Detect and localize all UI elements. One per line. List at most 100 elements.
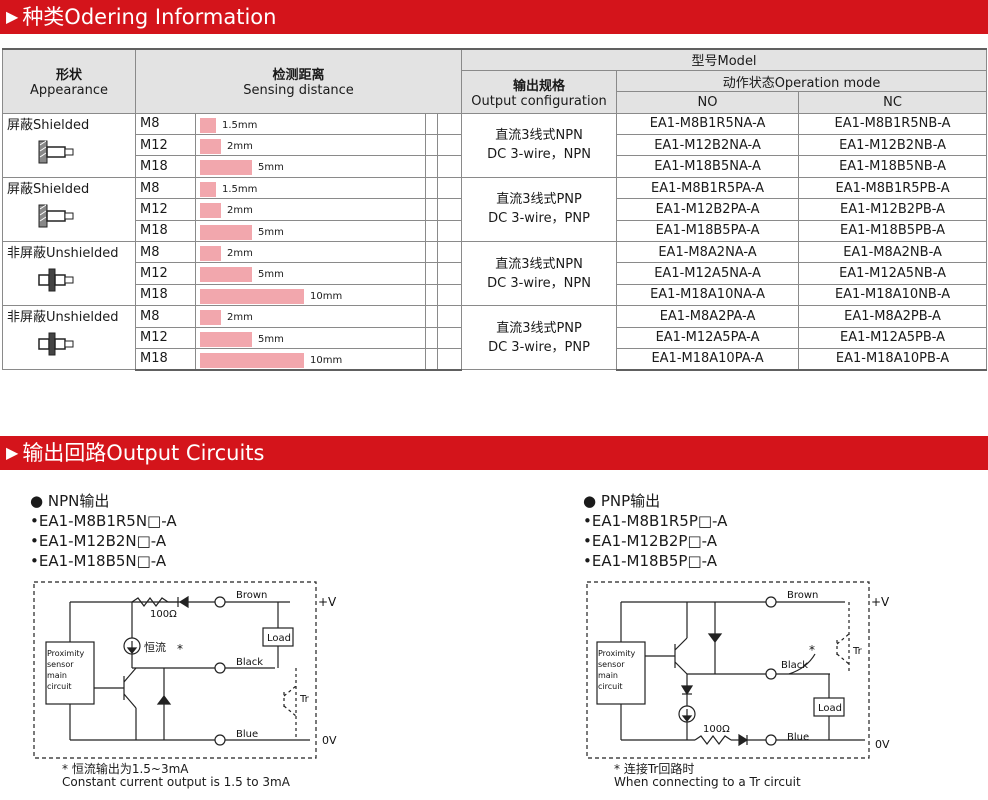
thread-size-cell: M12: [135, 262, 196, 285]
npn-output-heading-block: ● NPN输出 •EA1-M8B1R5N□-A •EA1-M12B2N□-A •…: [30, 491, 177, 571]
npn-block-label-1: Proximity: [47, 649, 85, 658]
distance-label: 2mm: [227, 205, 253, 217]
pnp-output-heading-block: ● PNP输出 •EA1-M8B1R5P□-A •EA1-M12B2P□-A •…: [583, 491, 727, 571]
thread-size-cell: M12: [135, 326, 196, 349]
npn-circuit-diagram: Proximity sensor main circuit 100Ω 恒流 * …: [33, 581, 337, 759]
npn-black-label: Black: [236, 657, 263, 668]
distance-label: 5mm: [258, 226, 284, 238]
npn-0v-label: 0V: [322, 734, 337, 747]
npn-model-2: EA1-M12B2N□-A: [38, 532, 167, 550]
play-triangle-icon: ▶: [6, 7, 19, 26]
distance-bar: [200, 224, 252, 240]
blank-cell: [436, 112, 463, 136]
pnp-model-1: EA1-M8B1R5P□-A: [591, 512, 728, 530]
distance-cell: 2mm: [195, 198, 426, 221]
model-nc-cell: EA1-M8A2PB-A: [798, 305, 988, 328]
pnp-black-label: Black: [781, 660, 808, 671]
blank-cell: [436, 155, 463, 178]
distance-cell: 10mm: [195, 283, 426, 307]
model-no-cell: EA1-M8A2PA-A: [616, 305, 800, 328]
blank-cell: [425, 112, 438, 136]
npn-model-line: •EA1-M18B5N□-A: [30, 552, 167, 570]
blank-cell: [436, 176, 463, 200]
shielded-sensor-icon: [38, 204, 74, 228]
blank-cell: [425, 262, 438, 285]
output-config-en: DC 3-wire，PNP: [488, 211, 590, 227]
appearance-cell: 非屏蔽Unshielded: [2, 305, 136, 371]
distance-bar: [200, 310, 221, 326]
npn-model-1: EA1-M8B1R5N□-A: [38, 512, 177, 530]
blank-cell: [436, 241, 463, 264]
play-triangle-icon: ▶: [6, 443, 19, 462]
pnp-sensor-enclosure: [586, 581, 870, 759]
distance-bar: [200, 267, 252, 283]
thread-size-cell: M8: [135, 112, 196, 136]
npn-const-current-label: 恒流: [144, 640, 166, 654]
blank-cell: [425, 219, 438, 243]
output-config-cn: 直流3线式PNP: [496, 320, 582, 336]
thread-size-cell: M8: [135, 241, 196, 264]
model-no-cell: EA1-M12A5NA-A: [616, 262, 800, 285]
distance-cell: 5mm: [195, 155, 426, 178]
thread-size-cell: M12: [135, 198, 196, 221]
output-config-cn: 直流3线式NPN: [495, 256, 583, 272]
bullet-icon: ●: [583, 492, 597, 510]
distance-label: 10mm: [310, 290, 343, 302]
appearance-label: 屏蔽Shielded: [7, 181, 90, 197]
model-no-cell: EA1-M18B5NA-A: [616, 155, 800, 178]
distance-bar: [200, 203, 221, 219]
blank-cell: [425, 347, 438, 371]
header-distance-cn: 检测距离: [272, 68, 325, 84]
thread-size-cell: M8: [135, 176, 196, 200]
pnp-block-label-2: sensor: [598, 660, 625, 669]
blank-cell: [436, 219, 463, 243]
blank-cell: [436, 347, 463, 371]
pnp-0v-label: 0V: [875, 738, 890, 751]
model-nc-cell: EA1-M12B2PB-A: [798, 198, 988, 221]
blank-cell: [436, 305, 463, 328]
model-no-cell: EA1-M8B1R5NA-A: [616, 112, 800, 136]
model-nc-cell: EA1-M12A5PB-A: [798, 326, 988, 349]
npn-tr-label: Tr: [299, 694, 310, 705]
npn-note: * 恒流输出为1.5~3mA Constant current output i…: [62, 763, 290, 789]
model-nc-cell: EA1-M8B1R5NB-A: [798, 112, 988, 136]
asterisk-mark: *: [177, 642, 183, 656]
model-nc-cell: EA1-M18B5NB-A: [798, 155, 988, 178]
distance-cell: 1.5mm: [195, 176, 426, 200]
blank-cell: [436, 326, 463, 349]
pnp-blue-label: Blue: [787, 732, 809, 743]
blank-cell: [425, 283, 438, 307]
npn-blue-label: Blue: [236, 729, 258, 740]
npn-resistor-label: 100Ω: [150, 609, 177, 620]
distance-cell: 2mm: [195, 134, 426, 157]
blank-cell: [436, 198, 463, 221]
ordering-info-banner: ▶种类Odering Information: [0, 0, 988, 34]
header-no: NO: [616, 91, 800, 114]
pnp-heading-text: PNP输出: [600, 492, 661, 510]
blank-cell: [425, 198, 438, 221]
blank-cell: [425, 241, 438, 264]
distance-cell: 2mm: [195, 305, 426, 328]
distance-label: 5mm: [258, 162, 284, 174]
appearance-label: 非屏蔽Unshielded: [7, 310, 119, 326]
pnp-tr-label: Tr: [852, 646, 863, 657]
distance-label: 2mm: [227, 312, 253, 324]
model-no-cell: EA1-M8B1R5PA-A: [616, 176, 800, 200]
header-output: 输出规格 Output configuration: [461, 69, 618, 114]
header-output-cn: 输出规格: [513, 78, 566, 94]
pnp-model-3: EA1-M18B5P□-A: [591, 552, 717, 570]
header-distance-en: Sensing distance: [243, 83, 354, 99]
ordering-info-title: 种类Odering Information: [22, 5, 277, 29]
npn-sensor-enclosure: [33, 581, 317, 759]
model-no-cell: EA1-M12B2NA-A: [616, 134, 800, 157]
npn-load-label: Load: [267, 633, 291, 644]
appearance-cell: 屏蔽Shielded: [2, 176, 136, 243]
blank-cell: [436, 283, 463, 307]
npn-main-circuit-box: [45, 641, 95, 705]
model-no-cell: EA1-M12B2PA-A: [616, 198, 800, 221]
